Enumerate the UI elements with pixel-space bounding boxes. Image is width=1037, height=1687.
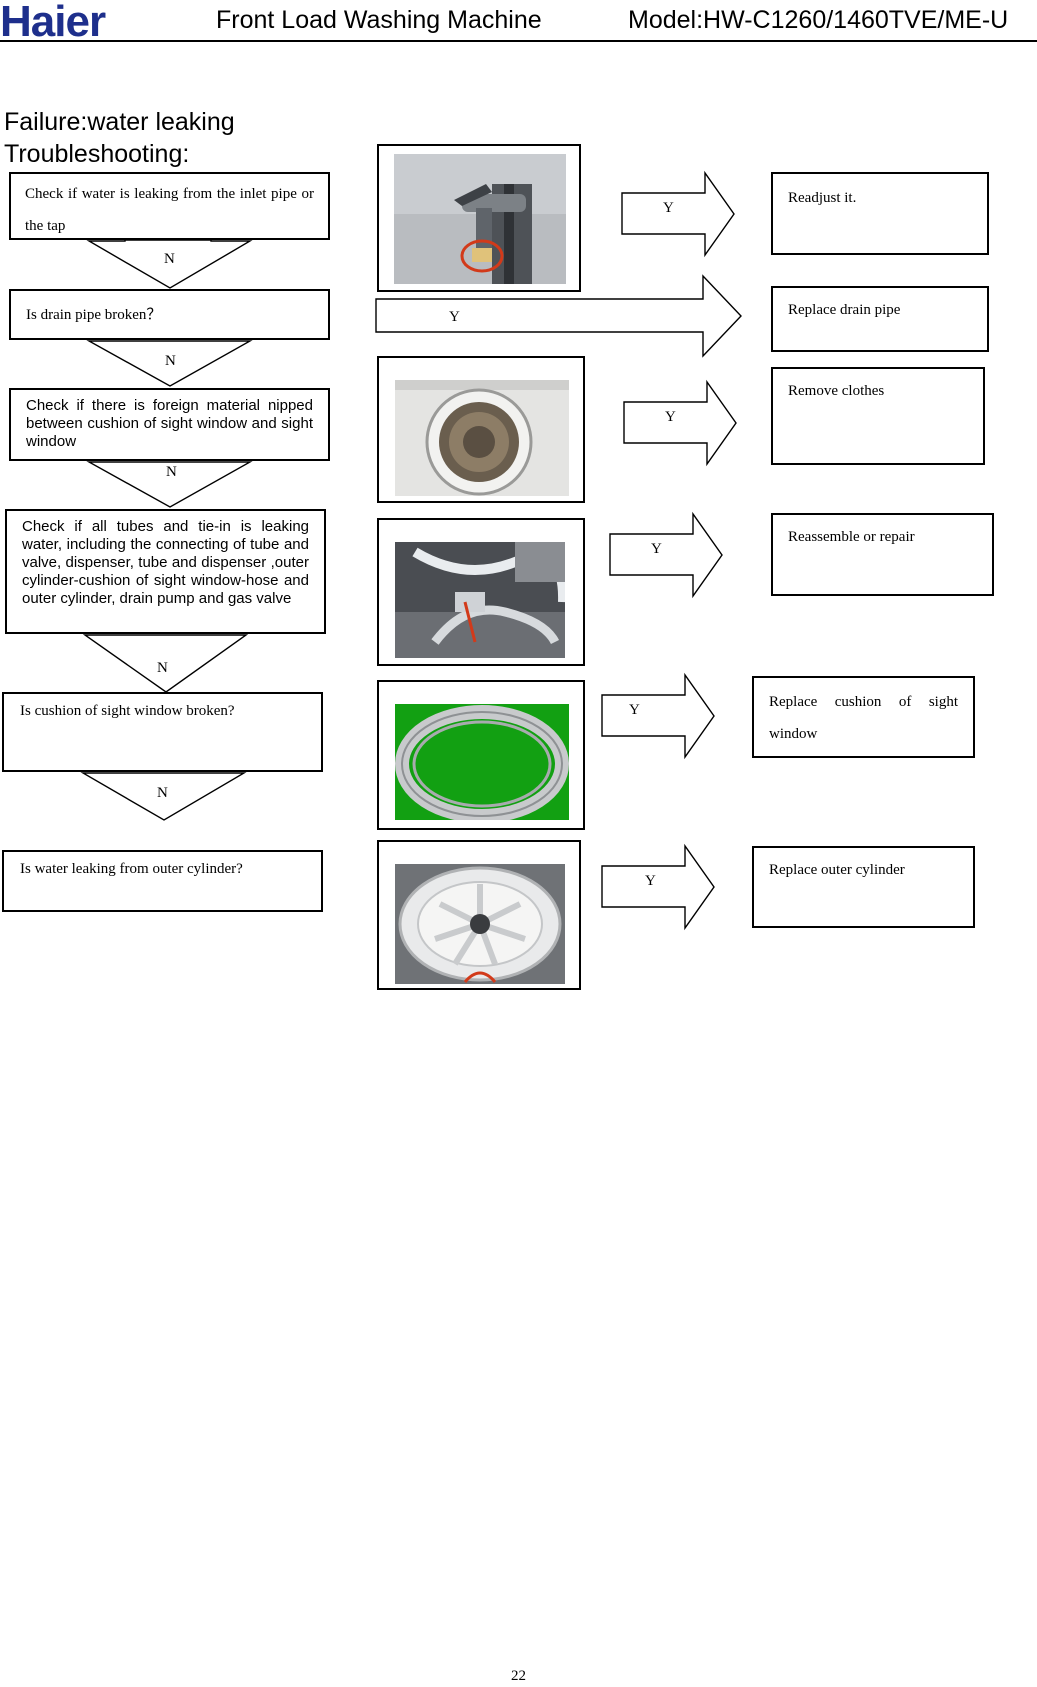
answer-text-3: Remove clothes xyxy=(788,383,884,399)
question-box-1: Check if water is leaking from the inlet… xyxy=(9,172,330,240)
answer-box-6: Replace outer cylinder xyxy=(752,846,975,928)
cushion-photo-frame xyxy=(377,680,585,830)
down-arrow-4: N xyxy=(84,634,248,694)
question-text-5: Is cushion of sight window broken? xyxy=(20,703,235,719)
no-label-1: N xyxy=(164,251,175,267)
question-box-2: Is drain pipe broken？ xyxy=(9,289,330,340)
yes-arrow-6: Y xyxy=(601,845,716,929)
sight-window-photo-frame xyxy=(377,356,585,503)
haier-logo: Haier xyxy=(0,0,140,42)
answer-box-4: Reassemble or repair xyxy=(771,513,994,596)
yes-label-2: Y xyxy=(449,309,460,325)
yes-arrow-2: Y xyxy=(375,275,743,357)
sight-window-photo xyxy=(395,380,569,496)
question-box-5: Is cushion of sight window broken? xyxy=(2,692,323,772)
tubes-photo xyxy=(395,542,565,658)
down-arrow-3: N xyxy=(88,461,252,509)
haier-logo-text: Haier xyxy=(0,0,106,42)
answer-text-2: Replace drain pipe xyxy=(788,302,900,318)
no-label-2: N xyxy=(165,353,176,369)
down-arrow-2: N xyxy=(88,340,252,388)
answer-text-6: Replace outer cylinder xyxy=(769,862,905,878)
yes-label-1: Y xyxy=(663,200,674,216)
no-label-5: N xyxy=(157,785,168,801)
answer-box-5: Replace cushion of sight window xyxy=(752,676,975,758)
outer-cylinder-photo-frame xyxy=(377,840,581,990)
cushion-photo xyxy=(395,704,569,820)
no-label-4: N xyxy=(157,660,168,676)
header-divider xyxy=(0,40,1037,42)
model-number: Model:HW-C1260/1460TVE/ME-U xyxy=(628,6,1008,35)
question-box-6: Is water leaking from outer cylinder? xyxy=(2,850,323,912)
page-number: 22 xyxy=(0,1668,1037,1685)
troubleshooting-title: Troubleshooting: xyxy=(4,140,189,169)
no-label-3: N xyxy=(166,464,177,480)
down-arrow-1: N xyxy=(88,240,252,290)
yes-arrow-5: Y xyxy=(601,674,716,758)
question-text-6: Is water leaking from outer cylinder? xyxy=(20,861,243,877)
question-text-2: Is drain pipe broken？ xyxy=(26,307,161,323)
inlet-tap-photo xyxy=(394,154,566,284)
answer-text-5: Replace cushion of sight window xyxy=(769,694,958,742)
answer-text-1: Readjust it. xyxy=(788,190,856,206)
yes-arrow-3: Y xyxy=(623,381,738,465)
failure-title: Failure:water leaking xyxy=(4,108,235,137)
yes-label-4: Y xyxy=(651,541,662,557)
answer-box-1: Readjust it. xyxy=(771,172,989,255)
tubes-photo-frame xyxy=(377,518,585,666)
answer-box-2: Replace drain pipe xyxy=(771,286,989,352)
question-text-1: Check if water is leaking from the inlet… xyxy=(25,186,314,234)
question-text-3: Check if there is foreign material nippe… xyxy=(26,397,313,450)
yes-label-5: Y xyxy=(629,702,640,718)
answer-text-4: Reassemble or repair xyxy=(788,529,915,545)
outer-cylinder-photo xyxy=(395,864,565,984)
yes-label-3: Y xyxy=(665,409,676,425)
inlet-tap-photo-frame xyxy=(377,144,581,292)
answer-box-3: Remove clothes xyxy=(771,367,985,465)
question-box-3: Check if there is foreign material nippe… xyxy=(9,388,330,461)
down-arrow-5: N xyxy=(82,772,246,822)
yes-label-6: Y xyxy=(645,873,656,889)
yes-arrow-4: Y xyxy=(609,513,724,597)
yes-arrow-1: Y xyxy=(621,172,736,256)
document-title: Front Load Washing Machine xyxy=(216,6,542,35)
question-box-4: Check if all tubes and tie-in is leaking… xyxy=(5,509,326,634)
question-text-4: Check if all tubes and tie-in is leaking… xyxy=(22,518,309,607)
